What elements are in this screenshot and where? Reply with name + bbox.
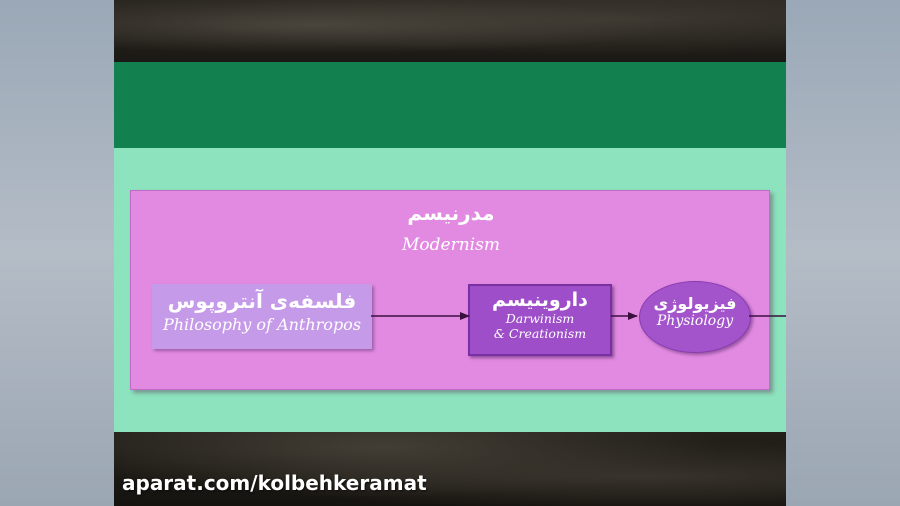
node-physiology-label-fa: فیزیولوژی xyxy=(653,294,737,313)
node-philosophy-label-fa: فلسفه‌ی آنتروپوس xyxy=(167,289,357,313)
node-darwinism: داروینیسم Darwinism & Creationism xyxy=(468,284,612,356)
mint-slide-area: مدرنیسم Modernism فلسفه‌ی آنتروپوس Philo… xyxy=(114,148,786,432)
node-darwinism-label-fa: داروینیسم xyxy=(492,289,588,311)
node-darwinism-label-en-1: Darwinism xyxy=(505,311,575,326)
left-background-bar xyxy=(0,0,114,506)
node-darwinism-label-en-2: & Creationism xyxy=(493,326,587,341)
node-physiology: فیزیولوژی Physiology xyxy=(639,281,751,353)
panel-title-persian: مدرنیسم xyxy=(407,201,495,225)
modernism-panel: مدرنیسم Modernism فلسفه‌ی آنتروپوس Philo… xyxy=(130,190,770,390)
panel-title-english: Modernism xyxy=(402,235,500,255)
node-philosophy-label-en: Philosophy of Anthropos xyxy=(162,315,362,334)
dark-texture-top xyxy=(114,0,786,62)
right-background-bar xyxy=(786,0,900,506)
node-physiology-label-en: Physiology xyxy=(656,313,734,329)
video-frame[interactable]: مدرنیسم Modernism فلسفه‌ی آنتروپوس Philo… xyxy=(114,0,786,506)
watermark-text: aparat.com/kolbehkeramat xyxy=(122,471,427,495)
green-header-band xyxy=(114,62,786,148)
dark-texture-bottom xyxy=(114,432,786,506)
node-philosophy-of-anthropos: فلسفه‌ی آنتروپوس Philosophy of Anthropos xyxy=(152,284,372,349)
